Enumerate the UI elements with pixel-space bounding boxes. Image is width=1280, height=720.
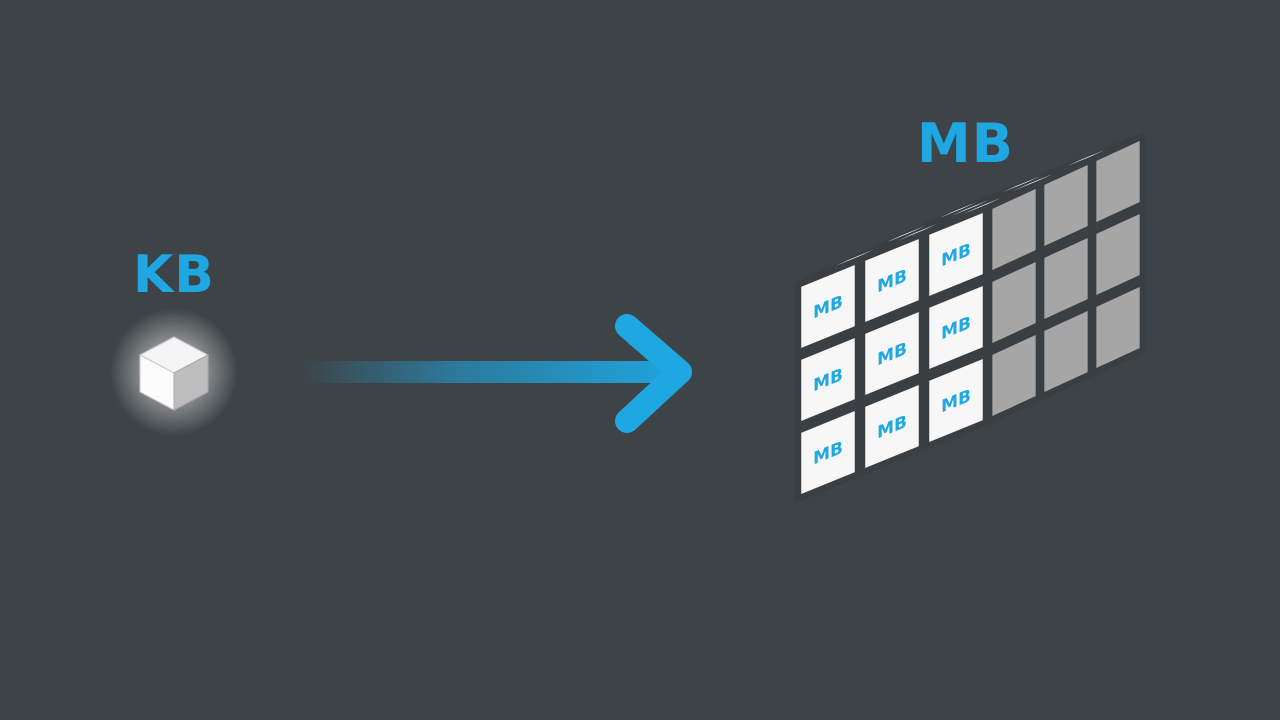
mb-block-front <box>799 409 857 496</box>
mb-cube-top-tile <box>931 183 1033 229</box>
mb-cube-side-tile <box>1094 285 1142 370</box>
mb-block-front <box>927 357 985 444</box>
mb-cube-side-tile <box>1042 163 1090 248</box>
mb-block-front <box>927 211 985 298</box>
kb-label: KB <box>133 245 215 305</box>
mb-cube-side-tile <box>990 260 1038 345</box>
mb-block-front <box>927 284 985 371</box>
mb-label: MB <box>917 112 1014 175</box>
mb-block-front <box>863 383 921 470</box>
mb-cube-side-tile <box>990 187 1038 272</box>
mb-cube-side-tile <box>990 333 1038 418</box>
mb-block-front <box>799 263 857 350</box>
arrow-head <box>615 314 692 433</box>
mb-cube-side-tile <box>1042 236 1090 321</box>
kb-cube-side <box>173 354 209 411</box>
mb-block-front <box>799 336 857 423</box>
kb-cube-icon <box>110 308 238 436</box>
mb-cube-side-tile <box>1042 309 1090 394</box>
mb-cube-side-tile <box>1094 212 1142 297</box>
mb-block-front <box>863 237 921 324</box>
mb-block-front <box>863 310 921 397</box>
arrow-right-icon <box>289 314 692 433</box>
mb-cube-side-tile <box>1094 139 1142 224</box>
